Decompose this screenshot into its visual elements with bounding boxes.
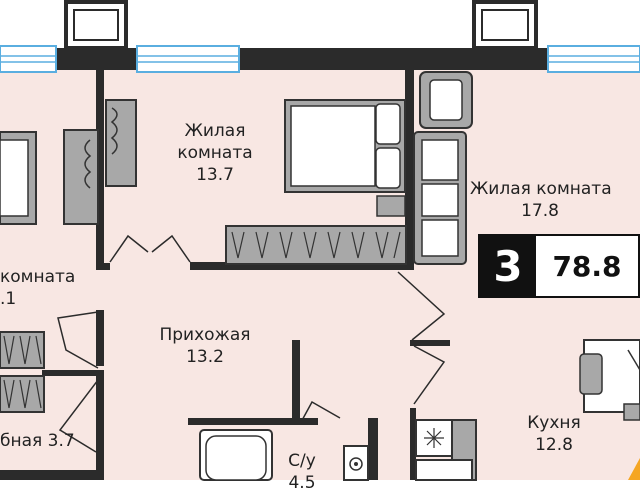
apartment-badge: 3 78.8 — [478, 234, 640, 298]
room-label-hall: Прихожая 13.2 — [159, 325, 251, 367]
door-swings — [57, 234, 446, 453]
corner-logo-icon — [628, 458, 640, 480]
balcony-frame-right — [472, 0, 538, 50]
room-label-dressing: бная 3.7 — [0, 431, 75, 451]
bed — [284, 99, 406, 217]
shelving — [0, 331, 45, 413]
room-label-living-17-8: Жилая комната 17.8 — [470, 179, 612, 221]
room-label-bathroom: С/у 4.5 — [288, 451, 316, 493]
wardrobe — [225, 225, 407, 265]
outer-wall-top — [0, 48, 640, 70]
room-label-kitchen: Кухня 12.8 — [527, 413, 581, 455]
desk — [63, 99, 137, 225]
sofa — [413, 131, 467, 265]
wardrobe-left — [0, 131, 37, 225]
window-left — [0, 45, 57, 73]
bathtub — [199, 429, 273, 481]
total-area: 78.8 — [552, 249, 622, 283]
room-label-living-left: комната .1 — [0, 267, 76, 309]
armchair — [419, 71, 473, 129]
balcony-frame-left — [64, 0, 128, 50]
toilet — [343, 445, 369, 481]
window-right — [547, 45, 640, 73]
room-label-living-13-7: Жилая комната 13.7 — [177, 121, 253, 185]
window-middle — [136, 45, 240, 73]
dining-table — [579, 339, 640, 421]
kitchen-counter — [415, 419, 477, 481]
stove — [415, 419, 453, 457]
room-count: 3 — [480, 236, 536, 296]
interior-walls — [0, 68, 450, 480]
